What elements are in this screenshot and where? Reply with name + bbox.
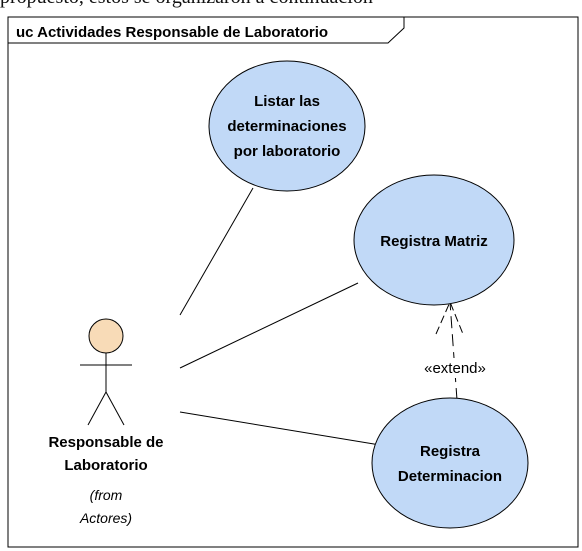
use-case-determinacion-line-1: Registra	[420, 443, 481, 460]
actor-responsable[interactable]: Responsable de Laboratorio (from Actores…	[48, 318, 164, 526]
use-case-listar[interactable]: Listar las determinaciones por laborator…	[208, 60, 366, 192]
association-line-determinacion	[179, 411, 381, 446]
use-case-matriz-label: Registra Matriz	[380, 233, 488, 250]
association-line-listar	[179, 187, 254, 316]
actor-head-icon	[88, 318, 124, 354]
use-case-listar-line-1: Listar las	[254, 93, 320, 110]
use-case-listar-line-2: determinaciones	[227, 118, 346, 135]
diagram-frame: uc Actividades Responsable de Laboratori…	[7, 16, 579, 548]
extend-label: «extend»	[424, 360, 486, 377]
use-case-listar-line-3: por laboratorio	[234, 143, 341, 160]
actor-from-line-1: (from	[90, 487, 123, 503]
actor-from-line-2: Actores)	[79, 510, 132, 526]
use-case-determinacion-line-2: Determinacion	[398, 468, 502, 485]
actor-name-line-1: Responsable de	[48, 434, 163, 451]
actor-name-line-2: Laboratorio	[64, 457, 147, 474]
extend-relation: «extend»	[410, 300, 500, 401]
use-case-registra-determinacion[interactable]: Registra Determinacion	[371, 397, 529, 529]
association-line-matriz	[179, 282, 359, 369]
use-case-registra-matriz[interactable]: Registra Matriz	[353, 174, 515, 306]
frame-title: uc Actividades Responsable de Laboratori…	[16, 24, 328, 41]
header-text: propuesto, estos se organizaron a contin…	[0, 0, 582, 8]
